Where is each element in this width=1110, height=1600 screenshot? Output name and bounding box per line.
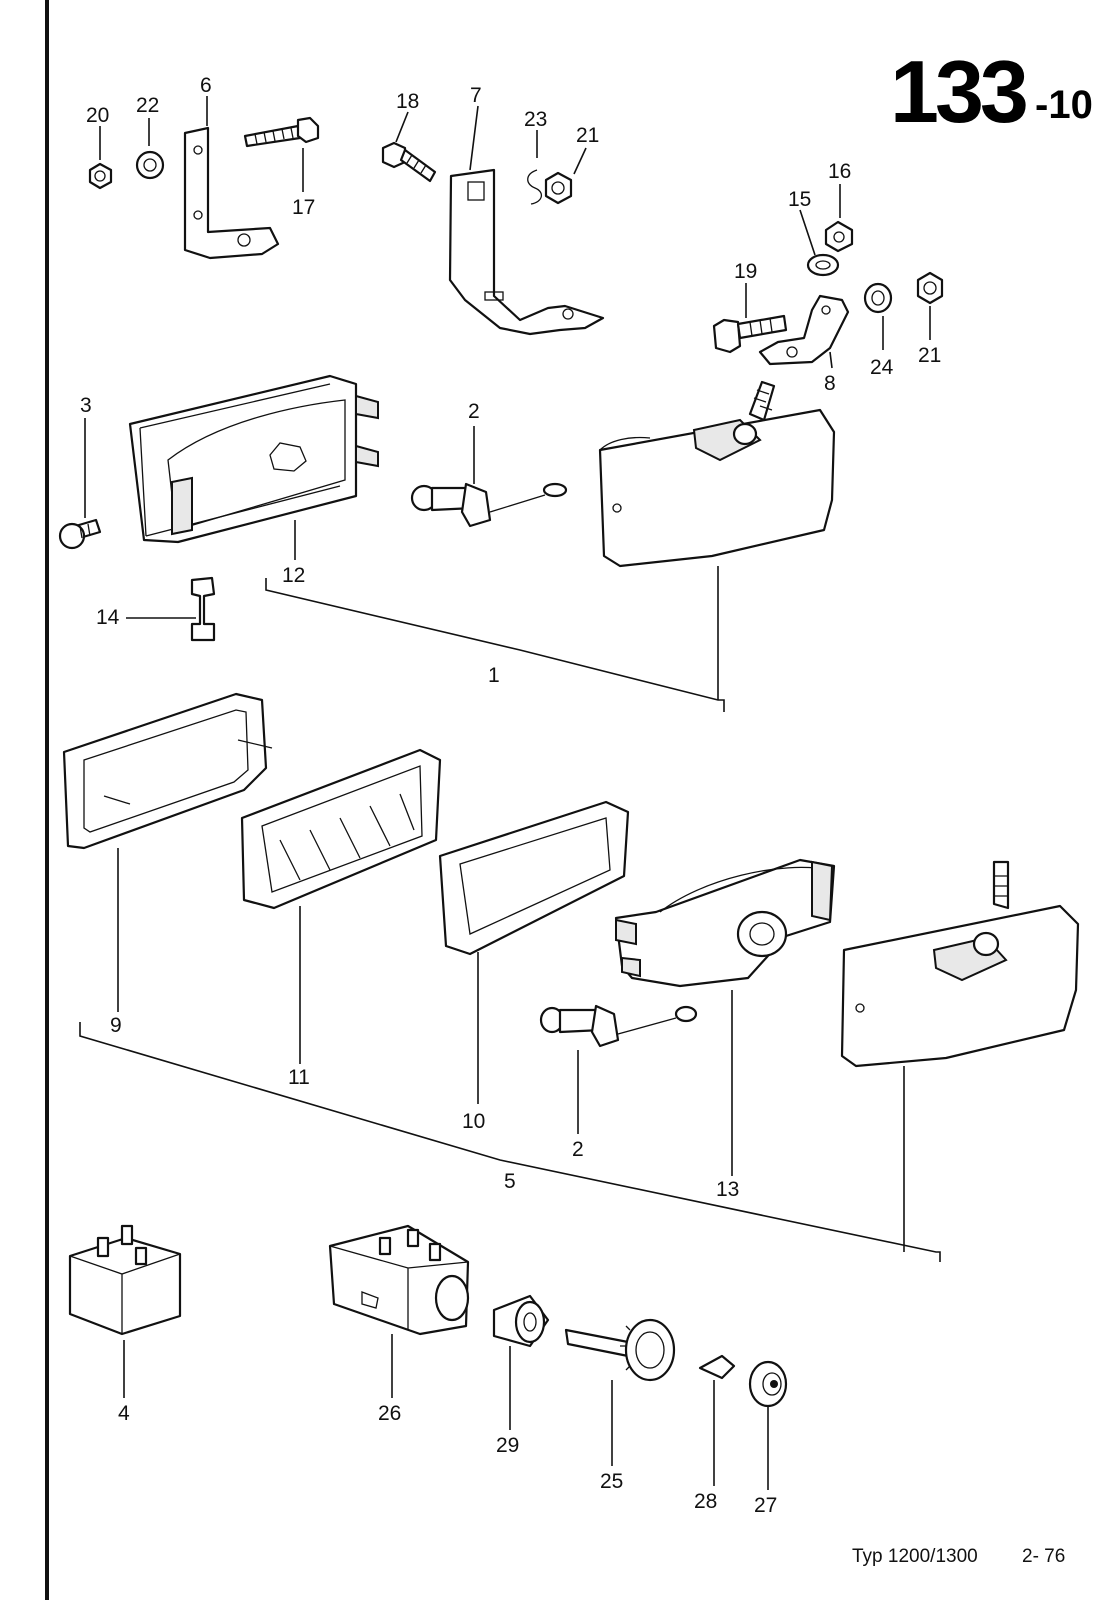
callout-21-right: 21	[918, 344, 941, 367]
lamp-frame-9	[62, 692, 273, 850]
screw-3	[58, 518, 102, 550]
callout-21-top: 21	[576, 124, 599, 147]
bulb-holder-2-bottom	[539, 1004, 698, 1048]
callout-2-top: 2	[468, 400, 480, 423]
knurled-nut-29	[492, 1294, 550, 1348]
callout-12: 12	[282, 564, 305, 587]
callout-16: 16	[828, 160, 851, 183]
callout-17: 17	[292, 196, 315, 219]
knob-25	[564, 1318, 676, 1382]
callout-8: 8	[824, 372, 836, 395]
hex-nut-20	[88, 162, 113, 190]
callout-6: 6	[200, 74, 212, 97]
callout-24: 24	[870, 356, 894, 379]
hex-nut-21-top	[544, 171, 573, 205]
relay-4	[68, 1224, 182, 1336]
callout-18: 18	[396, 90, 419, 113]
callout-9: 9	[110, 1014, 122, 1037]
callout-10: 10	[462, 1110, 485, 1133]
page-suffix: -10	[1035, 83, 1093, 127]
callout-5: 5	[504, 1170, 516, 1193]
callout-2-bottom: 2	[572, 1138, 584, 1161]
bolt-19	[712, 314, 788, 354]
callout-11: 11	[288, 1066, 310, 1089]
callout-4: 4	[118, 1402, 130, 1425]
bolt-18	[381, 141, 437, 183]
leader-lines	[79, 96, 941, 1490]
reflector-housing-12	[128, 374, 379, 544]
angle-bracket-6	[183, 126, 280, 260]
callout-27: 27	[754, 1494, 777, 1517]
callout-23: 23	[524, 108, 547, 131]
callout-14: 14	[96, 606, 120, 629]
callout-29: 29	[496, 1434, 519, 1457]
callout-28: 28	[694, 1490, 717, 1513]
page-number: 133	[890, 42, 1026, 141]
lens-11	[240, 748, 442, 910]
callout-25: 25	[600, 1470, 623, 1493]
callout-3: 3	[80, 394, 92, 417]
spring-washer-15	[806, 253, 840, 277]
callout-7: 7	[470, 84, 482, 107]
hex-nut-21-right	[916, 271, 944, 305]
bracket-8	[758, 294, 850, 366]
callout-20: 20	[86, 104, 109, 127]
callout-26: 26	[378, 1402, 401, 1425]
hex-nut-16	[824, 220, 854, 253]
gasket-10	[438, 800, 630, 956]
mounting-bracket-7	[448, 168, 605, 336]
lock-washer-22	[135, 150, 165, 180]
footer-date-code: 2- 76	[1022, 1546, 1065, 1567]
clip-14	[190, 576, 216, 642]
bulb-holder-2-top	[410, 482, 568, 528]
lamp-body-5	[840, 860, 1080, 1068]
bolt-17	[243, 116, 320, 148]
callout-19: 19	[734, 260, 757, 283]
reflector-13	[614, 858, 836, 988]
callout-labels: 20 22 6 17 18 7 23 21 16 15 19 24 21 8 3…	[80, 74, 941, 1517]
flat-washer-24	[863, 282, 893, 314]
callout-22: 22	[136, 94, 159, 117]
callout-1: 1	[488, 664, 500, 687]
bulb-28	[698, 1354, 736, 1380]
lens-cap-27	[748, 1360, 788, 1408]
spring-clip-23	[527, 169, 542, 205]
callout-15: 15	[788, 188, 811, 211]
callout-13: 13	[716, 1178, 739, 1201]
footer-type-label: Typ 1200/1300	[852, 1546, 978, 1567]
switch-housing-26	[328, 1224, 470, 1336]
lamp-body-1	[598, 380, 836, 568]
